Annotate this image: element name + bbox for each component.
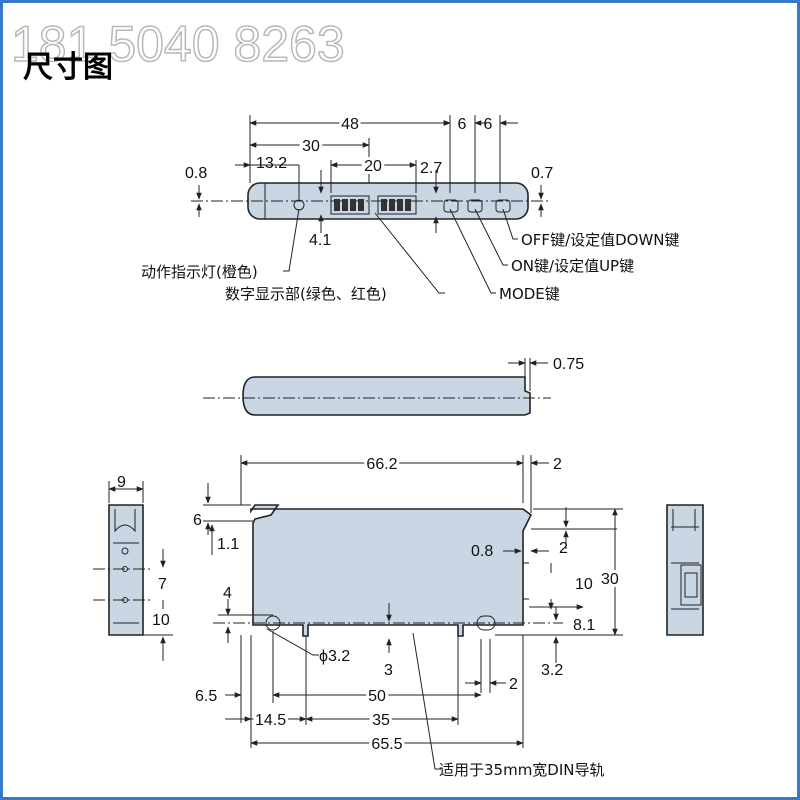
dim-48: 48 <box>341 116 359 133</box>
label-digital-display: 数字显示部(绿色、红色) <box>225 285 387 303</box>
right-end-view <box>666 504 704 636</box>
dim-6-left: 6 <box>458 116 467 133</box>
dim-7: 7 <box>158 576 167 593</box>
side-view: 0.75 <box>203 356 584 416</box>
digit-display-right <box>377 195 417 215</box>
dim-2-top: 2 <box>553 456 562 473</box>
dim-0-8-front: 0.8 <box>471 543 493 560</box>
dim-0-8-top: 0.8 <box>185 165 207 182</box>
top-view: 48 6 6 30 20 13.2 0.8 4.1 2.7 0.7 <box>141 113 680 303</box>
dim-0-75: 0.75 <box>553 356 584 373</box>
dim-30-height: 30 <box>601 571 619 588</box>
dim-phi-3-2: ϕ3.2 <box>319 648 350 665</box>
dim-2-7: 2.7 <box>420 160 442 177</box>
dim-2-slot: 2 <box>509 676 518 693</box>
end-view-body <box>108 504 144 636</box>
on-up-key-icon <box>467 199 483 213</box>
dim-6-right: 6 <box>484 116 493 133</box>
dim-20: 20 <box>364 158 382 175</box>
dim-50: 50 <box>368 688 386 705</box>
dim-2-right: 2 <box>559 540 568 557</box>
dim-65-5: 65.5 <box>371 736 402 753</box>
label-indicator-led: 动作指示灯(橙色) <box>141 263 258 281</box>
label-din-rail: 适用于35mm宽DIN导轨 <box>439 761 605 779</box>
label-mode-key: MODE键 <box>499 285 560 303</box>
page-title: 尺寸图 <box>23 50 113 85</box>
watermark-phone: 181 5040 8263 <box>11 16 345 72</box>
dim-4-1: 4.1 <box>309 232 331 249</box>
dim-1-1: 1.1 <box>217 536 239 553</box>
dim-3-2: 3.2 <box>541 662 563 679</box>
dim-9: 9 <box>117 474 126 491</box>
dim-66-2: 66.2 <box>366 456 397 473</box>
label-on-up-key: ON键/设定值UP键 <box>511 257 634 275</box>
left-end-view: 9 7 10 <box>93 474 173 661</box>
dim-10-left: 10 <box>152 612 170 629</box>
dim-6-front: 6 <box>193 512 202 529</box>
dim-6-5: 6.5 <box>195 688 217 705</box>
dim-0-7: 0.7 <box>531 165 553 182</box>
dim-35: 35 <box>372 712 390 729</box>
front-view-body <box>250 504 533 637</box>
off-down-key-icon <box>495 199 511 213</box>
dim-8-1: 8.1 <box>573 617 595 634</box>
digit-display-left <box>330 195 370 215</box>
dim-3: 3 <box>384 662 393 679</box>
right-end-body <box>666 504 704 636</box>
label-off-down-key: OFF键/设定值DOWN键 <box>521 231 680 249</box>
dim-10-right: 10 <box>575 576 593 593</box>
dim-4: 4 <box>223 585 232 602</box>
front-view: 66.2 2 6 1.1 0.8 2 30 10 8.1 3.2 <box>193 453 623 779</box>
dim-14-5: 14.5 <box>255 712 286 729</box>
dim-30: 30 <box>302 138 320 155</box>
side-view-body <box>242 376 531 416</box>
dim-13-2: 13.2 <box>256 155 287 172</box>
drawing-canvas: 181 5040 8263 尺寸图 48 6 6 <box>10 15 704 779</box>
